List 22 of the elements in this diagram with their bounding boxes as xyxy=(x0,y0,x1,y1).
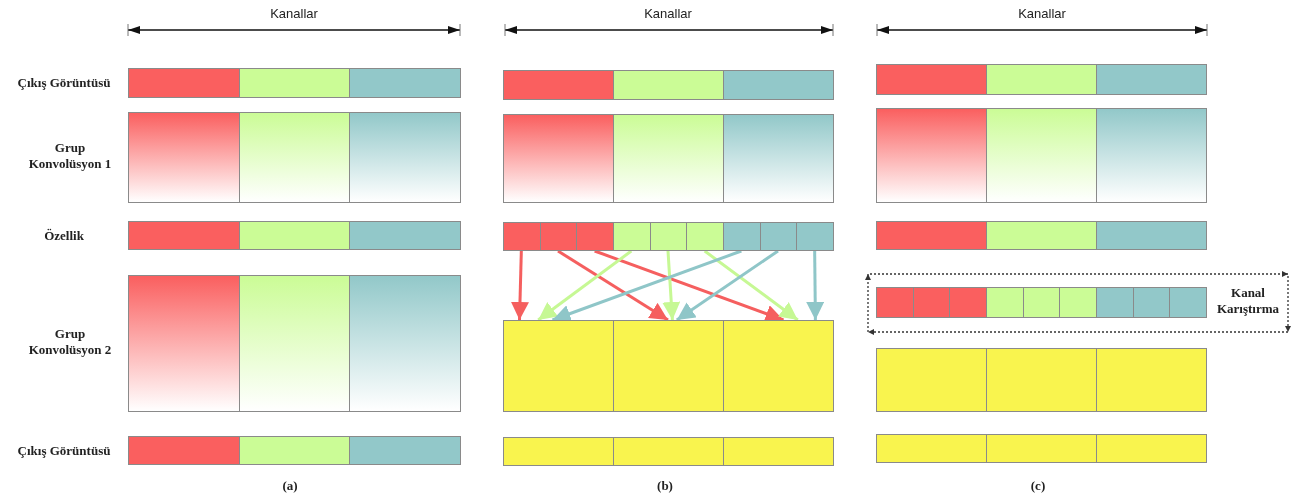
arrow xyxy=(537,249,633,322)
row-label: Özellik xyxy=(43,228,85,244)
axis-label: Kanallar xyxy=(269,6,319,22)
arrow xyxy=(703,249,799,322)
arrow xyxy=(557,249,669,322)
row-label: Grup Konvolüsyon 2 xyxy=(27,326,113,358)
arrow xyxy=(662,250,681,321)
row-label: Grup Konvolüsyon 1 xyxy=(27,140,113,172)
channel-block xyxy=(128,275,240,412)
panel-label: (c) xyxy=(1029,478,1047,494)
channel-block xyxy=(238,275,351,412)
arrow xyxy=(806,251,825,320)
axis-label: Kanallar xyxy=(1017,6,1067,22)
row-label: Çıkış Görüntüsü xyxy=(16,75,112,91)
row-label: Kanal Karıştırma xyxy=(1215,285,1281,317)
arrow xyxy=(511,250,529,321)
arrow xyxy=(675,249,779,322)
axis-label: Kanallar xyxy=(643,6,693,22)
panel-label: (b) xyxy=(656,478,674,494)
panel-label: (a) xyxy=(281,478,299,494)
row-label: Çıkış Görüntüsü xyxy=(16,443,112,459)
channel-block xyxy=(349,275,461,412)
